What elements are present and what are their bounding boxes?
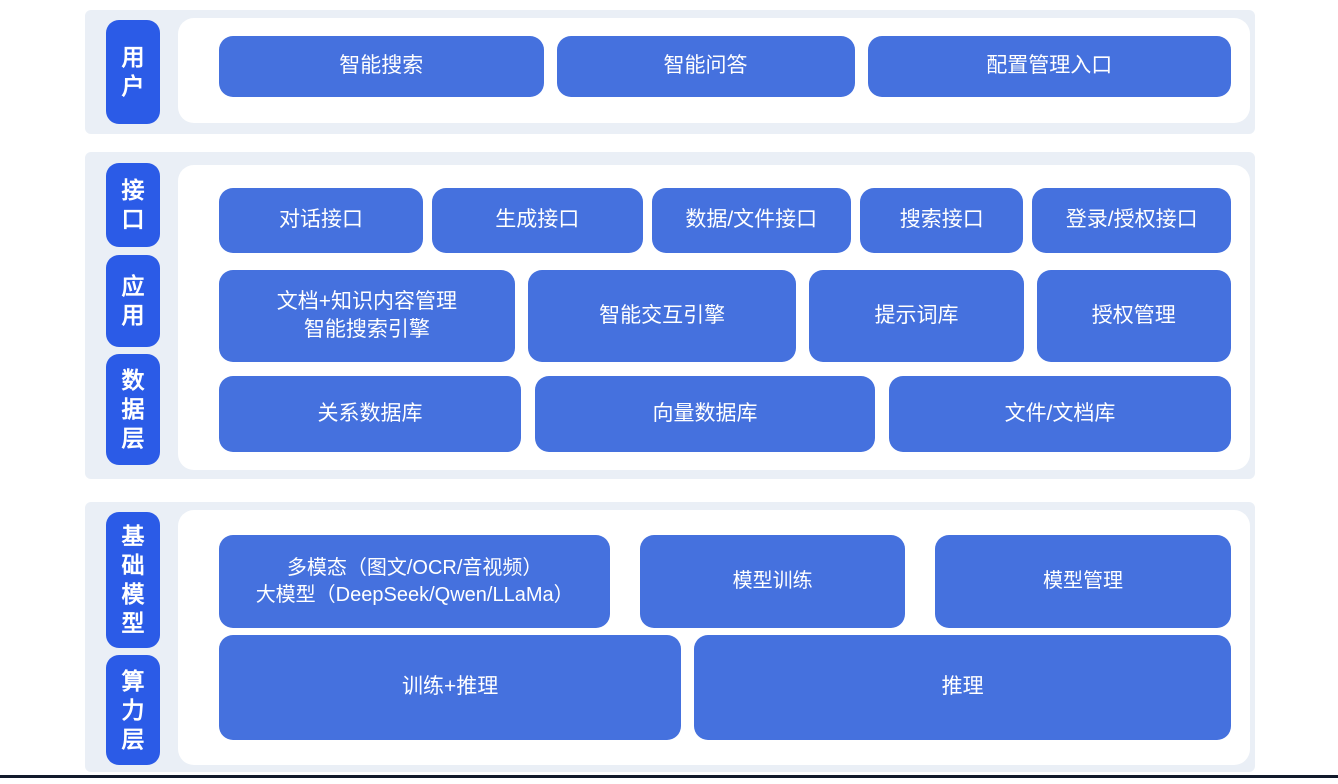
box-relational-db: 关系数据库 [219,376,521,452]
box-prompt-library: 提示词库 [809,270,1024,362]
row-interfaces: 对话接口 生成接口 数据/文件接口 搜索接口 登录/授权接口 [219,188,1231,253]
box-smart-search: 智能搜索 [219,36,544,97]
box-model-mgmt: 模型管理 [934,535,1231,628]
panel-interface-app-data: 对话接口 生成接口 数据/文件接口 搜索接口 登录/授权接口 文档+知识内容管理… [178,165,1250,470]
box-smart-interaction-engine: 智能交互引擎 [527,270,797,362]
box-file-doc-store: 文件/文档库 [889,376,1232,452]
box-dialog-api: 对话接口 [219,188,424,253]
row-applications: 文档+知识内容管理 智能搜索引擎 智能交互引擎 提示词库 授权管理 [219,270,1232,362]
box-login-auth-api: 登录/授权接口 [1032,188,1231,253]
layer-label-application: 应用 [106,255,160,347]
box-smart-qa: 智能问答 [556,36,855,97]
box-inference: 推理 [694,635,1231,740]
box-training-inference: 训练+推理 [219,635,682,740]
box-model-training: 模型训练 [640,535,905,628]
box-doc-knowledge-search-engine: 文档+知识内容管理 智能搜索引擎 [219,270,515,362]
row-user-entries: 智能搜索 智能问答 配置管理入口 [219,36,1231,97]
box-multimodal-llm: 多模态（图文/OCR/音视频） 大模型（DeepSeek/Qwen/LLaMa） [219,535,611,628]
layer-label-data-layer: 数据层 [106,354,160,465]
layer-label-compute-layer: 算力层 [106,655,160,765]
panel-user: 智能搜索 智能问答 配置管理入口 [178,18,1250,123]
box-search-api: 搜索接口 [859,188,1024,253]
layer-label-user: 用户 [106,20,160,124]
row-compute: 训练+推理 推理 [219,635,1231,740]
row-models: 多模态（图文/OCR/音视频） 大模型（DeepSeek/Qwen/LLaMa）… [219,535,1231,628]
box-data-file-api: 数据/文件接口 [651,188,851,253]
layer-label-interface: 接口 [106,163,160,247]
bottom-border-line [0,775,1338,778]
panel-model-compute: 多模态（图文/OCR/音视频） 大模型（DeepSeek/Qwen/LLaMa）… [178,510,1250,765]
layer-label-base-model: 基础模型 [106,512,160,648]
layer-band-user: 用户 智能搜索 智能问答 配置管理入口 [85,10,1255,134]
box-auth-mgmt: 授权管理 [1036,270,1232,362]
layer-band-interface-app-data: 接口 应用 数据层 对话接口 生成接口 数据/文件接口 搜索接口 登录/授权接口… [85,152,1255,479]
layer-band-model-compute: 基础模型 算力层 多模态（图文/OCR/音视频） 大模型（DeepSeek/Qw… [85,502,1255,772]
box-vector-db: 向量数据库 [534,376,876,452]
box-generation-api: 生成接口 [432,188,643,253]
row-data-stores: 关系数据库 向量数据库 文件/文档库 [219,376,1232,452]
box-config-mgmt-entry: 配置管理入口 [867,36,1231,97]
